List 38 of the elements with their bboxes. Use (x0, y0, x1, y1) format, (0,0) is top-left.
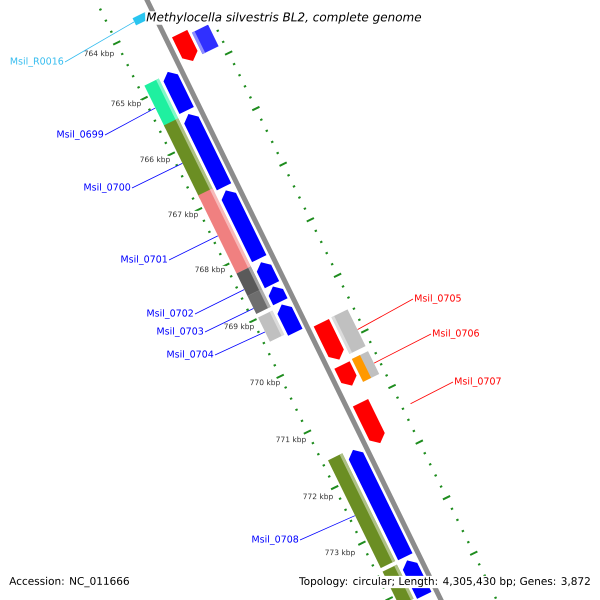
gene-block (184, 114, 232, 190)
gene-label: Msil_0704 (167, 350, 214, 360)
gene-block (277, 304, 303, 336)
genome-stats-label: Topology: circular; Length: 4,305,430 bp; Genes: 3,872 (298, 576, 592, 588)
genome-title: Methylocella silvestris BL2, complete genome (145, 11, 423, 25)
gene-block (334, 361, 357, 386)
gene-block (222, 190, 266, 262)
gene-label: Msil_0699 (57, 130, 104, 140)
leader-line (168, 236, 218, 260)
leader-line (357, 298, 414, 330)
leader-line (410, 382, 454, 404)
leader-line (132, 163, 183, 188)
leader-line (214, 332, 266, 356)
leader-line (104, 108, 156, 136)
gene-block (352, 398, 385, 444)
gene-label: Msil_0707 (455, 377, 501, 387)
gene-bar (352, 351, 380, 382)
leader-line (204, 308, 254, 332)
gene-block (172, 30, 198, 62)
leader-line (374, 334, 432, 364)
gene-label: Msil_0708 (252, 535, 298, 545)
gene-label: Msil_0702 (147, 309, 193, 319)
gene-block (268, 286, 288, 306)
leader-line (64, 22, 135, 62)
gene-label: Msil_0701 (121, 255, 167, 265)
gene-block (314, 319, 344, 360)
gene-label: Msil_0703 (157, 327, 204, 337)
leader-line (300, 515, 356, 540)
gene-label: Msil_0706 (433, 329, 479, 339)
gene-block (256, 262, 280, 288)
gene-bar (247, 288, 271, 314)
gene-block (164, 72, 194, 114)
leader-line (194, 289, 245, 314)
gene-label: Msil_0705 (415, 294, 461, 304)
gene-label: Msil_0700 (84, 183, 130, 193)
accession-label: Accession: NC_011666 (8, 576, 131, 588)
gene-label: Msil_R0016 (10, 57, 64, 67)
gene-bar (192, 24, 219, 54)
